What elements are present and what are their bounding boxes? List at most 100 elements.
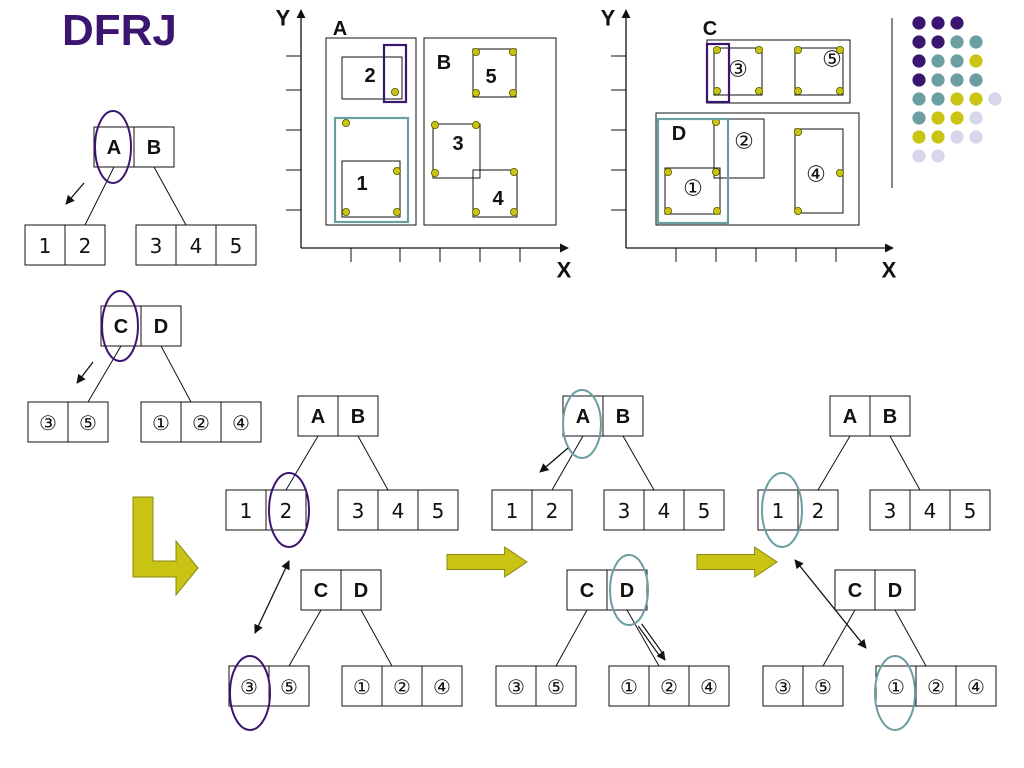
step2-tree-ab-leaf1-label-0: 3	[618, 499, 631, 523]
tree-ab-top-leaf1-label-0: 3	[150, 234, 163, 258]
step1-tree-cd-edge-left	[288, 609, 322, 667]
palette-dot-r4-c3	[969, 92, 983, 106]
tree-ab-top-edge-left	[84, 166, 115, 226]
step1-tree-ab-edge-left	[285, 435, 319, 491]
step2-tree-ab-root-label-0: A	[576, 406, 590, 428]
step3-tree-ab-edge-right	[889, 435, 921, 491]
tree-cd-top-leaf1-label-1: ②	[192, 411, 210, 435]
palette-dot-r7-c0	[912, 149, 926, 163]
plot-right-rect-3-dot-c	[713, 87, 722, 96]
palette-dot-r6-c0	[912, 130, 926, 144]
step1-tree-ab-root-label-0: A	[311, 406, 325, 428]
step3-tree-ab-leaf1-label-1: 4	[924, 499, 937, 523]
step3-tree-ab-leaf1-label-0: 3	[884, 499, 897, 523]
palette-dot-r5-c3	[969, 111, 983, 125]
tree-ab-top-focus-ellipse	[94, 110, 132, 184]
plot-left-rect-1-dot-c	[341, 207, 350, 216]
step2-tree-cd-leaf1-label-2: ④	[700, 675, 718, 699]
plot-left-rect-5-dot-c	[471, 89, 480, 98]
step1-leaf2-ellipse	[268, 472, 310, 548]
step3-tree-cd-leaf1-cell-2	[955, 665, 997, 707]
step3-tree-cd-edge-left	[822, 609, 856, 667]
plot-left-rect-1	[341, 160, 401, 218]
next-step-arrow-2	[696, 546, 778, 578]
step3-tree-cd-leaf0-label-1: ⑤	[814, 675, 832, 699]
step2-tree-cd-leaf1-label-0: ①	[620, 675, 638, 699]
l-shaped-start-arrow	[132, 496, 199, 597]
palette-dot-r1-c3	[969, 35, 983, 49]
step1-tree-ab-edge-right	[357, 435, 389, 491]
step3-leaf1-ellipse	[761, 472, 803, 548]
plot-left-rect-3-dot-c	[430, 168, 439, 177]
plot-right-rect-3-highlight	[705, 42, 731, 104]
palette-dot-r1-c0	[912, 35, 926, 49]
plot-right-rect-4-dot-c	[794, 206, 803, 215]
step3-tree-ab-leaf1-cell-2	[949, 489, 991, 531]
palette-dot-r3-c2	[950, 73, 964, 87]
plot-right-y-label: Y	[601, 6, 616, 31]
step2-tree-cd-leaf1-label-1: ②	[660, 675, 678, 699]
tree-cd-top-root-label-0: C	[114, 316, 128, 338]
step1-tree-cd-leaf1-cell-2	[421, 665, 463, 707]
plot-right-rect-2	[713, 118, 765, 179]
tree-ab-top-descend-arrow	[65, 182, 85, 205]
plot-right-rect-5-dot-d	[836, 87, 845, 96]
palette-dot-r2-c3	[969, 54, 983, 68]
plot-left-rect-4	[472, 169, 518, 218]
plot-left-rect-2	[341, 56, 403, 100]
tree-cd-top-focus-ellipse	[101, 290, 139, 362]
step2-tree-cd-root-label-1: D	[620, 580, 634, 602]
plot-right-rect-4-label: ④	[806, 163, 826, 188]
tree-ab-top-root-label-1: B	[147, 137, 161, 159]
plot-right-rect-2-label: ②	[734, 130, 754, 155]
step1-tree-cd-leaf1-label-0: ①	[353, 675, 371, 699]
tree-cd-top-descend-arrow	[76, 361, 94, 384]
plot-right-rect-1-dot-a	[664, 167, 673, 176]
step2-tree-ab-edge-left	[551, 435, 584, 491]
step2-tree-ab-leaf1-cell-2	[683, 489, 725, 531]
plot-left-rect-2-highlight	[382, 43, 408, 104]
plot-right-rect-5-dot-c	[794, 87, 803, 96]
plot-left-rect-2-label: 2	[364, 65, 375, 87]
step3-tree-ab-leaf0-label-0: 1	[772, 499, 785, 523]
step2-tree-cd-root-label-0: C	[580, 580, 594, 602]
step3-tree-ab-leaf1-label-2: 5	[964, 499, 977, 523]
tree-ab-top-leaf1-cell-2	[215, 224, 257, 266]
palette-dot-r3-c0	[912, 73, 926, 87]
palette-dot-r3-c3	[969, 73, 983, 87]
tree-cd-top-leaf1-cell-2	[220, 401, 262, 443]
palette-dot-r3-c1	[931, 73, 945, 87]
step2-tree-cd-leaf0-label-0: ③	[507, 675, 525, 699]
step3-tree-cd-edge-right	[894, 609, 927, 667]
plot-left-rect-4-dot-a	[471, 207, 480, 216]
palette-dot-r2-c2	[950, 54, 964, 68]
plot-right-region-c-label: C	[703, 18, 717, 40]
slide-title: DFRJ	[62, 6, 177, 55]
plot-left-rect-3-label: 3	[452, 133, 463, 155]
plot-right-rect-4-dot-a	[794, 127, 803, 136]
step3-tree-ab-root-label-0: A	[843, 406, 857, 428]
tree-cd-top-leaf0-label-1: ⑤	[79, 411, 97, 435]
palette-dot-r2-c1	[931, 54, 945, 68]
tree-cd-top-leaf1-label-0: ①	[152, 411, 170, 435]
step2-descend-a-arrow	[539, 447, 569, 473]
plot-right-rect-3-dot-a	[713, 46, 722, 55]
tree-cd-top-edge-right	[160, 345, 192, 403]
plot-left-rect-3-dot-b	[471, 121, 480, 130]
step3-pair-arrow	[794, 559, 867, 649]
step2-tree-ab-leaf1-label-1: 4	[658, 499, 671, 523]
step2-tree-ab-leaf1-label-2: 5	[698, 499, 711, 523]
plot-right-rect-3-dot-b	[755, 46, 764, 55]
plot-left-rect-5-dot-a	[471, 48, 480, 57]
plot-left-rect-5-dot-d	[508, 89, 517, 98]
plot-left-rect-5	[472, 48, 517, 98]
plot-right-rect-1-highlight	[656, 117, 730, 225]
step2-tree-cd-edge-right	[626, 609, 660, 667]
tree-ab-top-root-label-0: A	[107, 137, 121, 159]
tree-ab-top-leaf0-label-1: 2	[79, 234, 92, 258]
plot-right-rect-5-dot-a	[794, 46, 803, 55]
plot-left-rect-1-dot-a	[341, 119, 350, 128]
palette-dot-r4-c4	[988, 92, 1002, 106]
step2-descend-d-arrow-a	[637, 625, 661, 658]
